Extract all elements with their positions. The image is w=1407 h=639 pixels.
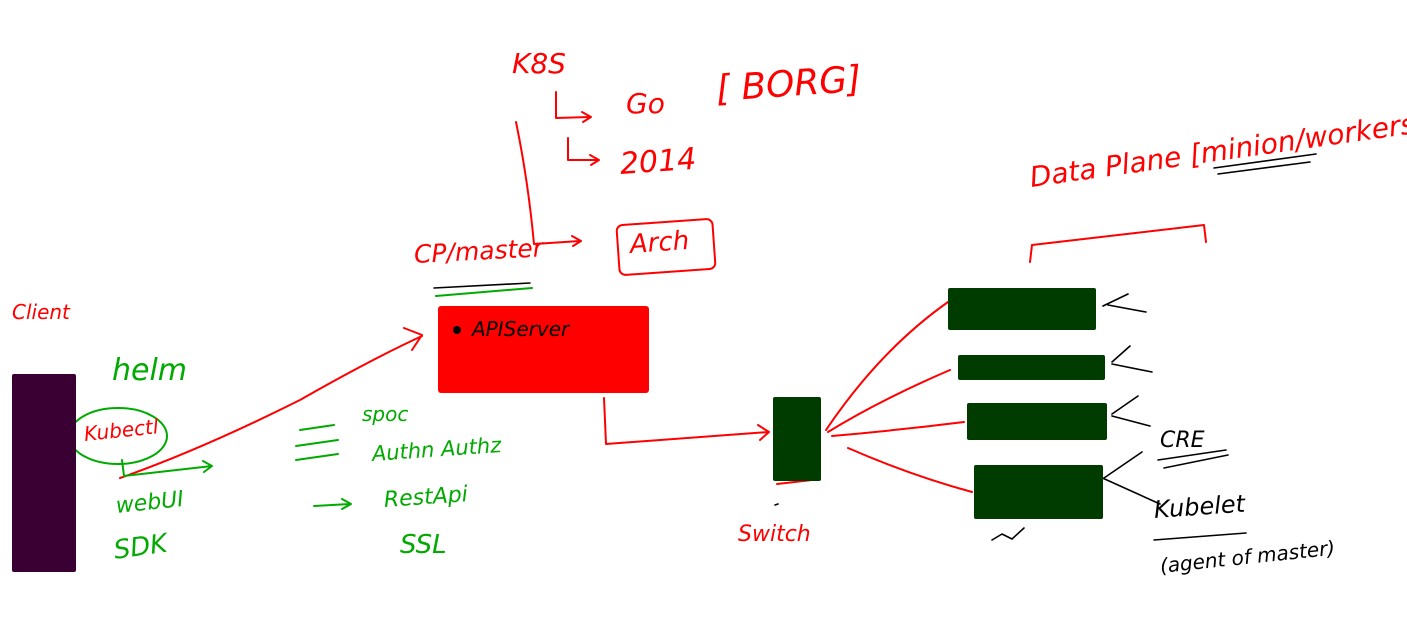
features-equals-icon bbox=[295, 424, 339, 461]
apiserver-bullet bbox=[453, 326, 461, 334]
switch-label: Switch bbox=[738, 522, 811, 547]
kubectl-webui-arrow bbox=[121, 459, 213, 477]
k8s-go-arrow bbox=[555, 91, 592, 123]
arch-box bbox=[615, 218, 717, 276]
worker-node-3[interactable] bbox=[967, 403, 1107, 440]
switch-to-node-2 bbox=[827, 369, 951, 433]
switch-to-node-4 bbox=[847, 447, 973, 493]
apiserver-label: APIServer bbox=[472, 317, 570, 341]
helm-label: helm bbox=[112, 353, 188, 388]
client-to-apiserver-arrow bbox=[119, 327, 423, 479]
client-bar bbox=[12, 374, 76, 572]
data-plane-underline bbox=[1213, 153, 1317, 175]
cre-underline bbox=[1157, 449, 1229, 469]
cp-master-green-underline bbox=[435, 287, 533, 297]
switch-to-node-1 bbox=[825, 301, 949, 431]
cp-master-label: CP/master bbox=[413, 233, 544, 269]
worker-node-2[interactable] bbox=[958, 355, 1105, 380]
go-label: Go bbox=[626, 87, 665, 120]
kubelet-underline bbox=[1153, 532, 1247, 541]
node-2-pointer bbox=[1111, 345, 1153, 373]
feature-ssl: SSL bbox=[400, 530, 447, 560]
feature-spoc: spoc bbox=[362, 402, 409, 426]
feature-restapi: RestApi bbox=[383, 482, 469, 513]
worker-node-1[interactable] bbox=[948, 288, 1096, 330]
cre-pointer bbox=[1103, 451, 1143, 479]
k8s-arch-arrow bbox=[515, 121, 582, 247]
apiserver-to-switch-arrow bbox=[603, 397, 770, 445]
switch-to-node-3 bbox=[831, 421, 965, 437]
restapi-arrow bbox=[313, 498, 352, 510]
borg-label: [ BORG] bbox=[714, 58, 863, 110]
k8s-year-arrow bbox=[567, 137, 600, 166]
k8s-label: K8S bbox=[512, 47, 566, 80]
node-1-pointer bbox=[1102, 293, 1147, 313]
arch-label: Arch bbox=[628, 225, 691, 260]
kubelet-label: Kubelet bbox=[1153, 489, 1246, 524]
year-label: 2014 bbox=[618, 141, 698, 182]
node-4-tick bbox=[991, 527, 1025, 541]
worker-node-4[interactable] bbox=[974, 465, 1103, 519]
kubelet-pointer bbox=[1097, 475, 1161, 505]
switch-dot bbox=[774, 503, 779, 506]
data-plane-bracket bbox=[1029, 224, 1207, 263]
node-3-pointer bbox=[1111, 395, 1151, 427]
sdk-label: SDK bbox=[111, 528, 170, 566]
client-label: Client bbox=[12, 300, 70, 324]
switch-box[interactable] bbox=[773, 397, 821, 481]
apiserver-box[interactable]: APIServer bbox=[438, 306, 649, 393]
cp-master-underline bbox=[433, 282, 531, 289]
cre-label: CRE bbox=[1160, 428, 1205, 453]
